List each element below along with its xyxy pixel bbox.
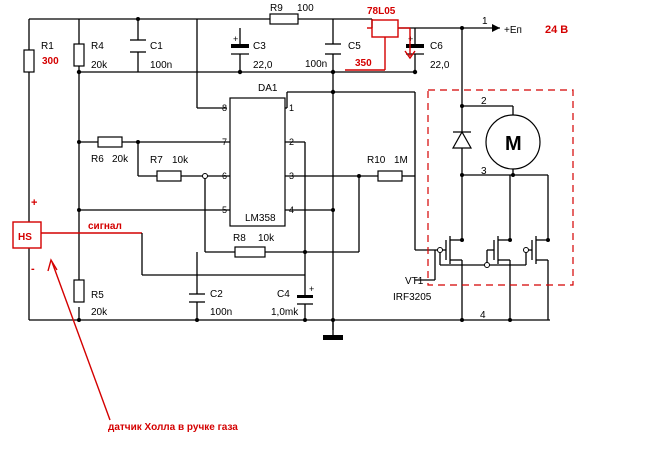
- capacitor-c6: + C6 22,0: [406, 34, 450, 71]
- ground-symbol: [323, 320, 343, 340]
- svg-text:C5: C5: [348, 41, 361, 52]
- svg-text:R8: R8: [233, 233, 246, 244]
- capacitor-c5: C5 100n: [305, 41, 361, 70]
- svg-text:20k: 20k: [91, 307, 108, 318]
- resistor-r8: R8 10k: [233, 233, 305, 258]
- svg-text:8: 8: [222, 103, 227, 113]
- svg-text:LM358: LM358: [245, 213, 276, 224]
- resistor-r5: R5 20k: [73, 279, 108, 318]
- resistor-r9: R9 100: [269, 3, 314, 25]
- supply-rail: 1 +Еп 24 В: [28, 16, 568, 285]
- transistor-name: VT1: [405, 276, 424, 287]
- transistor-part: IRF3205: [393, 292, 432, 303]
- resistor-r4: R4 20k: [73, 41, 108, 71]
- node-2-label: 2: [481, 96, 487, 107]
- supply-voltage: 24 В: [545, 24, 568, 36]
- r10-value: 1M: [394, 155, 408, 166]
- svg-text:DA1: DA1: [258, 83, 278, 94]
- r7-value: 10k: [172, 155, 189, 166]
- svg-text:+: +: [233, 34, 238, 44]
- node-1-label: 1: [482, 16, 488, 27]
- hall-minus: -: [31, 263, 35, 275]
- svg-text:R5: R5: [91, 290, 104, 301]
- capacitor-c1: C1 100n: [130, 39, 172, 71]
- svg-text:C4: C4: [277, 289, 290, 300]
- regulator-resistor-value: 350: [355, 58, 372, 69]
- opamp-da1: DA1 LM358 8 7 6 5 1 2 3 4: [222, 83, 294, 227]
- hall-caption: датчик Холла в ручке газа: [108, 422, 238, 433]
- power-module-outline: [427, 89, 574, 286]
- svg-text:10k: 10k: [258, 233, 275, 244]
- svg-text:22,0: 22,0: [253, 60, 273, 71]
- r1-red-value: 300: [42, 56, 59, 67]
- svg-text:100n: 100n: [150, 60, 172, 71]
- svg-text:R1: R1: [41, 41, 54, 52]
- freewheel-diode: [451, 130, 473, 149]
- svg-text:100n: 100n: [210, 307, 232, 318]
- hall-signal-label: сигнал: [88, 221, 122, 232]
- node-3-label: 3: [481, 166, 487, 177]
- capacitor-c2: C2 100n: [189, 252, 232, 320]
- regulator-78l05: 78L05 350: [345, 6, 416, 71]
- svg-text:R4: R4: [91, 41, 104, 52]
- svg-text:R9: R9: [270, 3, 283, 14]
- svg-text:22,0: 22,0: [430, 60, 450, 71]
- motor-section: M 2 3: [460, 96, 548, 177]
- hall-sensor-symbol: HS: [18, 232, 32, 243]
- svg-text:1,0mk: 1,0mk: [271, 307, 299, 318]
- r6-name: R6: [91, 154, 104, 165]
- node-4-label: 4: [480, 310, 486, 321]
- svg-text:1: 1: [289, 103, 294, 113]
- resistor-r1: R1 300: [23, 41, 59, 73]
- svg-text:C6: C6: [430, 41, 443, 52]
- svg-text:100: 100: [297, 3, 314, 14]
- ground-rail: 4: [28, 248, 550, 322]
- hall-plus: +: [31, 197, 37, 209]
- capacitor-c3: + C3 22,0: [231, 34, 273, 71]
- r10-name: R10: [367, 155, 386, 166]
- svg-text:C1: C1: [150, 41, 163, 52]
- capacitor-c4: + C4 1,0mk: [271, 284, 314, 320]
- mosfet-array: VT1 IRF3205: [393, 175, 550, 320]
- svg-text:C2: C2: [210, 289, 223, 300]
- motor-symbol: M: [505, 133, 522, 155]
- r6-value: 20k: [112, 154, 129, 165]
- supply-label: +Еп: [504, 25, 522, 36]
- svg-text:100n: 100n: [305, 59, 327, 70]
- svg-text:+: +: [309, 284, 314, 294]
- r7-name: R7: [150, 155, 163, 166]
- svg-text:C3: C3: [253, 41, 266, 52]
- svg-text:20k: 20k: [91, 60, 108, 71]
- hall-sensor: HS + - сигнал датчик Холла в ручке газа: [12, 197, 305, 433]
- regulator-label: 78L05: [367, 6, 396, 17]
- input-network: R6 20k R7 10k: [77, 136, 235, 253]
